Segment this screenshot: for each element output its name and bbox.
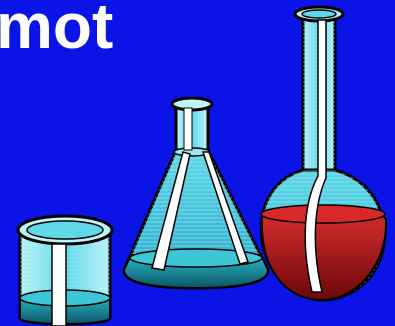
slide-heading-fragment: mot xyxy=(0,0,114,62)
beaker-icon xyxy=(16,214,114,326)
erlenmeyer-flask-icon xyxy=(122,96,270,290)
volumetric-flask-icon xyxy=(259,5,388,302)
